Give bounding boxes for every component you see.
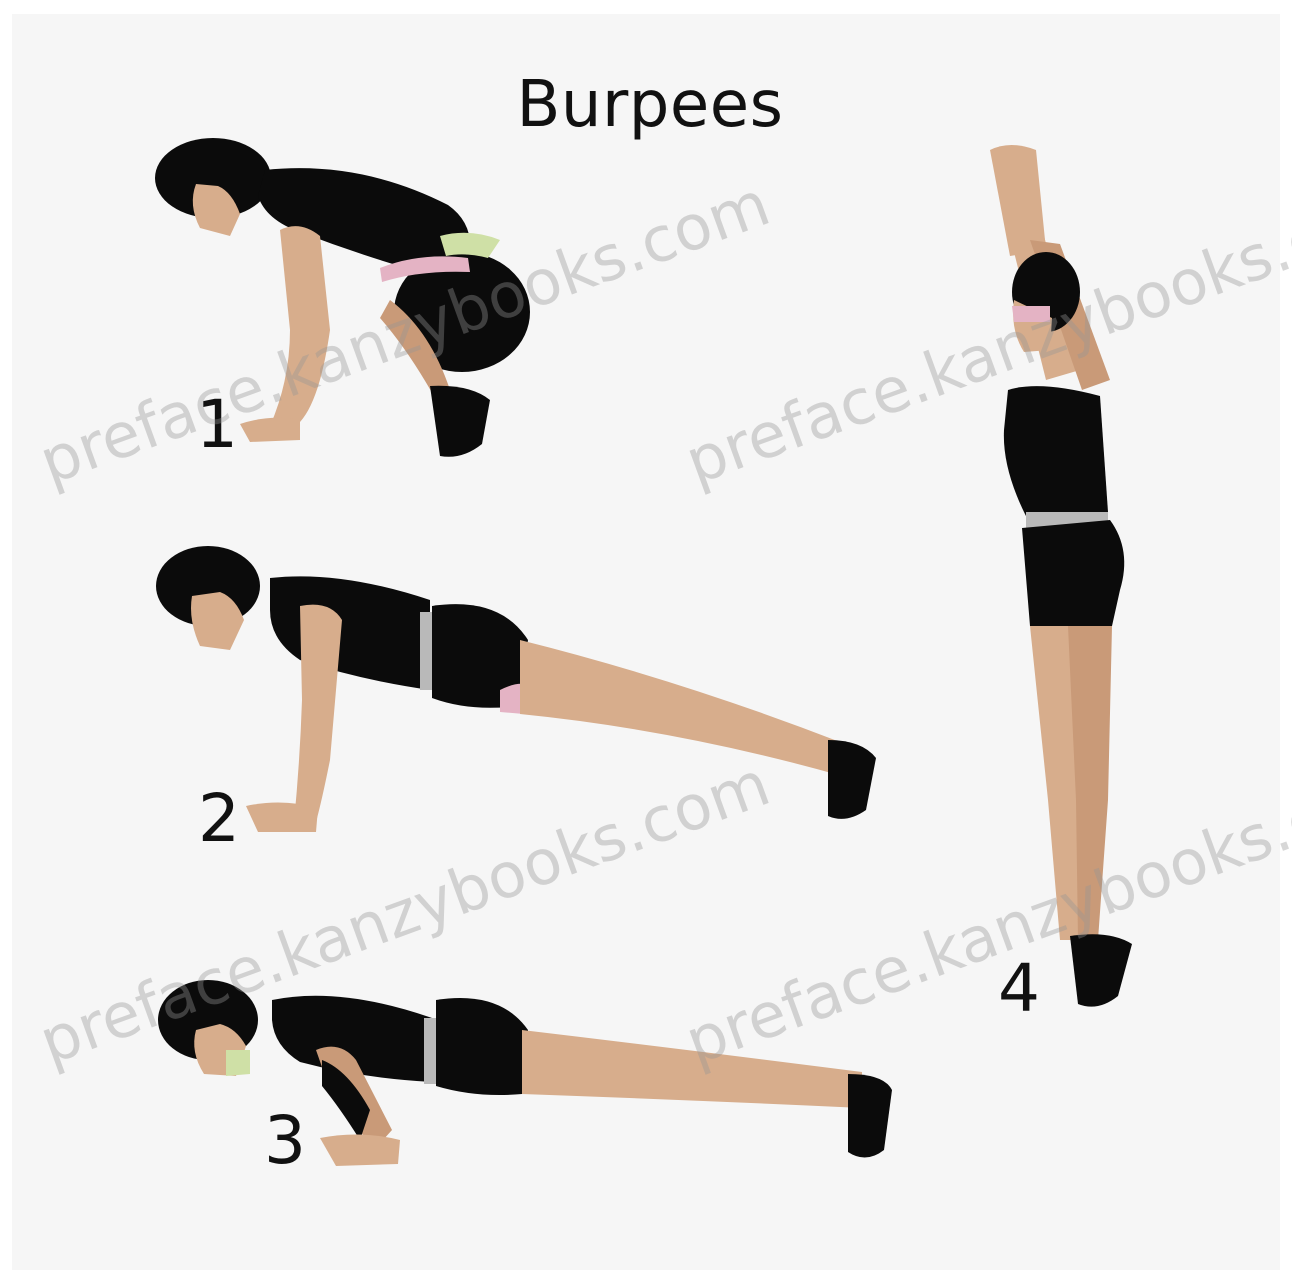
step-number-2: 2 — [198, 786, 240, 852]
step-number-3: 3 — [264, 1108, 306, 1174]
step-number-1: 1 — [196, 392, 238, 458]
step-number-4: 4 — [998, 956, 1040, 1022]
